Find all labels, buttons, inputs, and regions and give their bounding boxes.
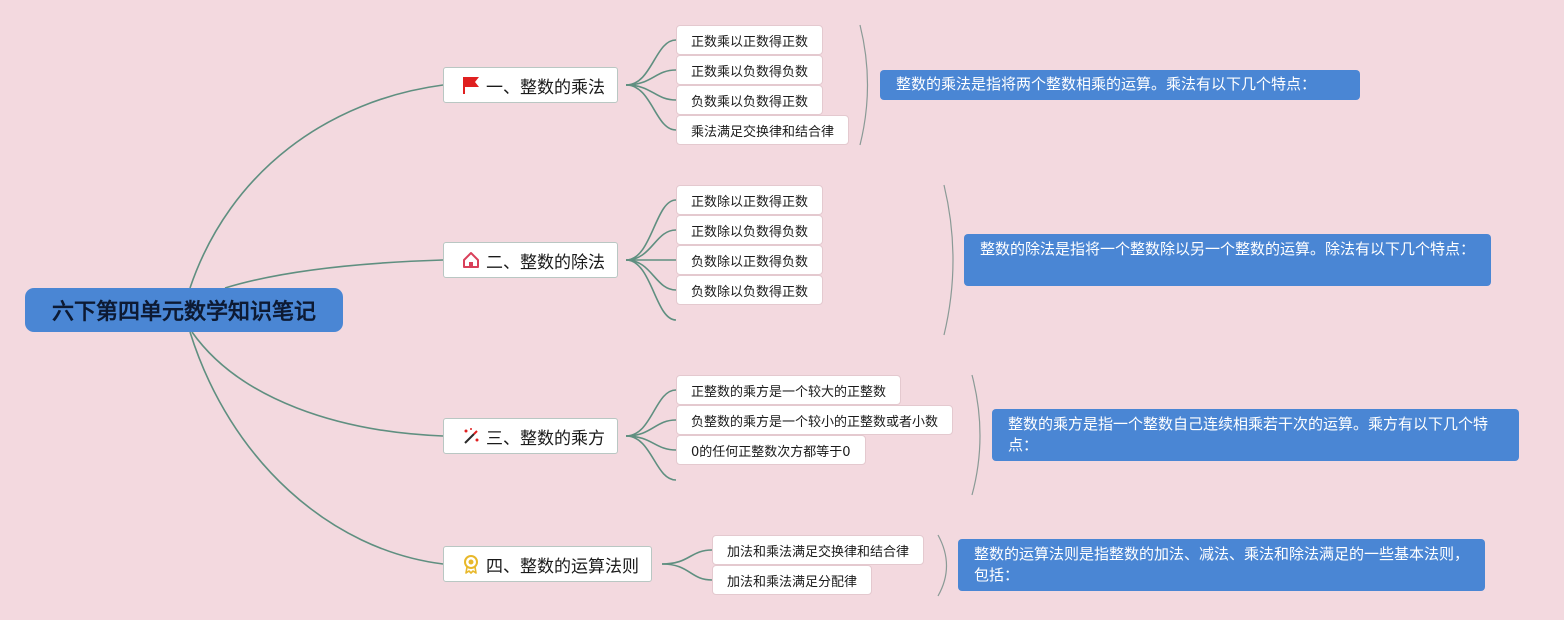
branch-power[interactable]: 三、整数的乘方 <box>443 418 618 454</box>
summary-note-rules[interactable]: 整数的运算法则是指整数的加法、减法、乘法和除法满足的一些基本法则，包括： <box>958 539 1485 591</box>
leaf-node[interactable]: 负数除以负数得正数 <box>676 275 824 305</box>
leaf-node[interactable]: 乘法满足交换律和结合律 <box>676 115 850 145</box>
branch-label: 一、整数的乘法 <box>486 77 605 98</box>
summary-note-power[interactable]: 整数的乘方是指一个整数自己连续相乘若干次的运算。乘方有以下几个特点： <box>992 409 1519 461</box>
leaf-node[interactable]: 正整数的乘方是一个较大的正整数 <box>676 375 902 405</box>
branch-label: 三、整数的乘方 <box>486 428 605 449</box>
summary-bracket-4 <box>937 534 947 597</box>
leaf-node[interactable]: 负数除以正数得负数 <box>676 245 824 275</box>
leaf-node[interactable]: 加法和乘法满足分配律 <box>712 565 873 595</box>
branch-division[interactable]: 二、整数的除法 <box>443 242 618 278</box>
root-topic[interactable]: 六下第四单元数学知识笔记 <box>25 288 343 332</box>
leaf-node[interactable]: 正数乘以正数得正数 <box>676 25 824 55</box>
leaf-node[interactable]: 正数除以正数得正数 <box>676 185 824 215</box>
house-icon <box>460 249 482 271</box>
leaf-node[interactable]: 正数除以负数得负数 <box>676 215 824 245</box>
branch-label: 二、整数的除法 <box>486 252 605 273</box>
root-to-branch-4 <box>189 331 444 565</box>
magic-wand-icon <box>460 425 482 447</box>
summary-note-multiplication[interactable]: 整数的乘法是指将两个整数相乘的运算。乘法有以下几个特点： <box>880 70 1360 100</box>
root-to-branch-3 <box>191 331 444 437</box>
award-ribbon-icon <box>460 553 482 575</box>
root-to-branch-1 <box>189 84 444 289</box>
leaf-node[interactable]: 负整数的乘方是一个较小的正整数或者小数 <box>676 405 954 435</box>
branch-rules[interactable]: 四、整数的运算法则 <box>443 546 652 582</box>
leaf-node[interactable]: 0的任何正整数次方都等于0 <box>676 435 866 465</box>
root-to-branch-2 <box>224 259 444 289</box>
root-topic-label: 六下第四单元数学知识笔记 <box>51 300 316 325</box>
red-flag-icon <box>460 74 482 96</box>
leaf-node[interactable]: 正数乘以负数得负数 <box>676 55 824 85</box>
summary-note-division[interactable]: 整数的除法是指将一个整数除以另一个整数的运算。除法有以下几个特点： <box>964 234 1491 286</box>
branch-multiplication[interactable]: 一、整数的乘法 <box>443 67 618 103</box>
summary-bracket-2 <box>943 184 954 336</box>
leaf-node[interactable]: 负数乘以负数得正数 <box>676 85 824 115</box>
leaf-node[interactable]: 加法和乘法满足交换律和结合律 <box>712 535 925 565</box>
branch-label: 四、整数的运算法则 <box>486 556 639 577</box>
summary-bracket-3 <box>971 374 981 496</box>
summary-bracket-1 <box>859 24 869 146</box>
